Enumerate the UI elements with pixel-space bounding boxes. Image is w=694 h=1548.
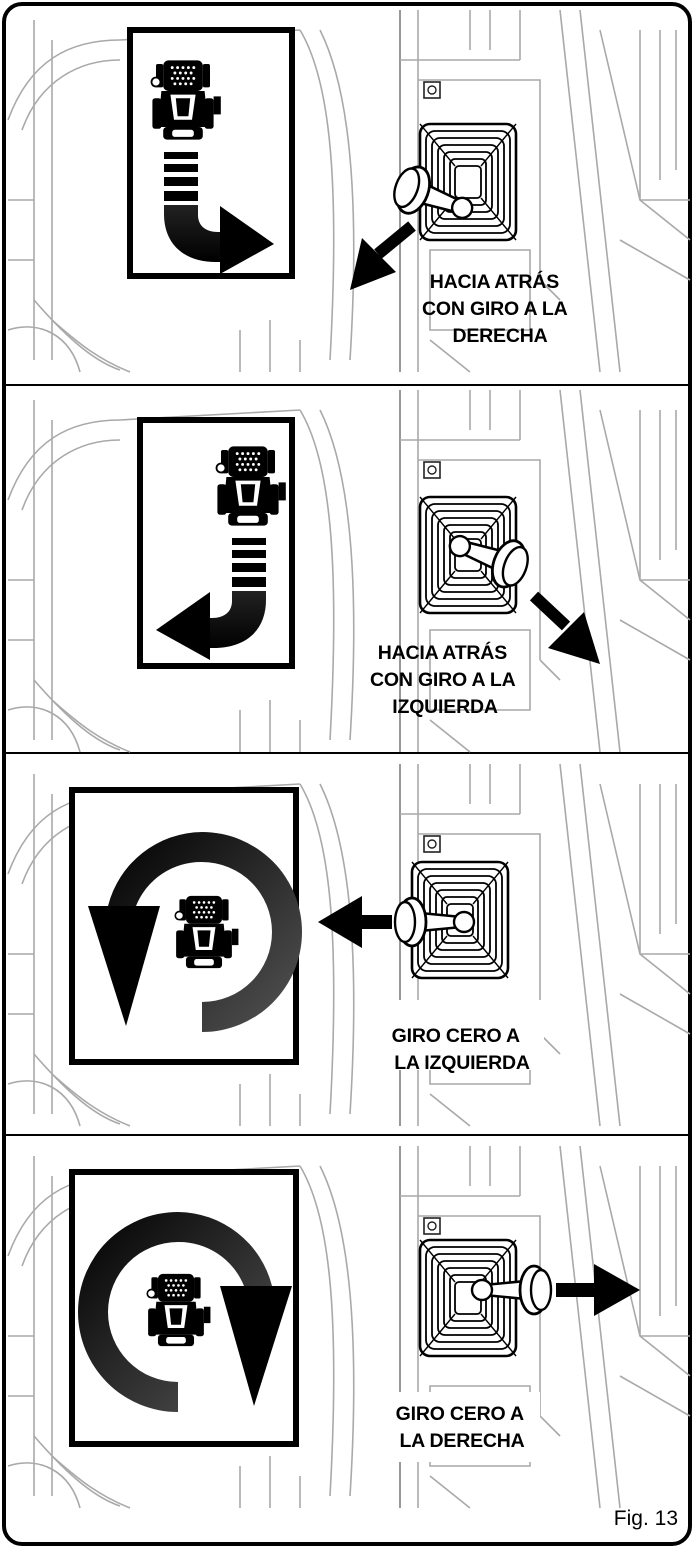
caption-line: HACIA ATRÁS xyxy=(430,270,559,293)
joystick-icon xyxy=(470,1264,553,1316)
joystick-icon xyxy=(393,165,474,220)
svg-text:HACIA ATRÁS CON GIRO A L: HACIA ATRÁS CON GIRO A LA DERECHA xyxy=(422,270,572,347)
joystick-icon xyxy=(448,534,529,589)
curved-arrow-icon xyxy=(164,152,274,274)
joystick-gate xyxy=(418,1238,518,1358)
svg-text:HACIA ATRÁS CON GIRO A L: HACIA ATRÁS CON GIRO A LA IZQUIERDA xyxy=(370,641,520,718)
joystick-icon xyxy=(393,896,476,948)
caption-line: CON GIRO A LA xyxy=(370,669,516,691)
caption-line: LA IZQUIERDA xyxy=(394,1052,530,1074)
panel-zero-turn-left: GIRO CERO A LA IZQUIERDA xyxy=(7,763,691,1127)
caption-backing xyxy=(384,1392,540,1462)
circular-arrow-icon xyxy=(88,832,302,1032)
caption-line: LA DERECHA xyxy=(399,1430,524,1452)
caption-line: GIRO CERO A xyxy=(396,1403,524,1425)
caption-backing xyxy=(376,1000,544,1070)
direction-arrow-icon xyxy=(350,221,416,290)
caption-line: CON GIRO A LA xyxy=(422,298,568,320)
curved-arrow-icon xyxy=(156,538,266,660)
joystick-gate xyxy=(418,122,518,242)
figure-label: Fig. 13 xyxy=(614,1507,678,1530)
caption-line: GIRO CERO A xyxy=(392,1025,520,1047)
direction-arrow-icon xyxy=(556,1264,640,1316)
caption-line: HACIA ATRÁS xyxy=(378,641,507,664)
caption-line: DERECHA xyxy=(452,325,547,347)
panel-reverse-right: HACIA ATRÁS CON GIRO A LA DERECHA xyxy=(7,9,691,373)
panel-reverse-left: HACIA ATRÁS CON GIRO A LA IZQUIERDA xyxy=(7,389,691,753)
caption-line: IZQUIERDA xyxy=(392,696,498,718)
direction-arrow-icon xyxy=(529,591,600,664)
circular-arrow-icon xyxy=(78,1212,292,1412)
svg-text:GIRO CERO A LA IZQUIERDA: GIRO CERO A LA IZQUIERDA xyxy=(392,1025,530,1074)
svg-text:GIRO CERO A LA DERECHA: GIRO CERO A LA DERECHA xyxy=(396,1403,529,1452)
panel-zero-turn-right: GIRO CERO A LA DERECHA xyxy=(7,1145,691,1509)
direction-arrow-icon xyxy=(318,896,392,948)
